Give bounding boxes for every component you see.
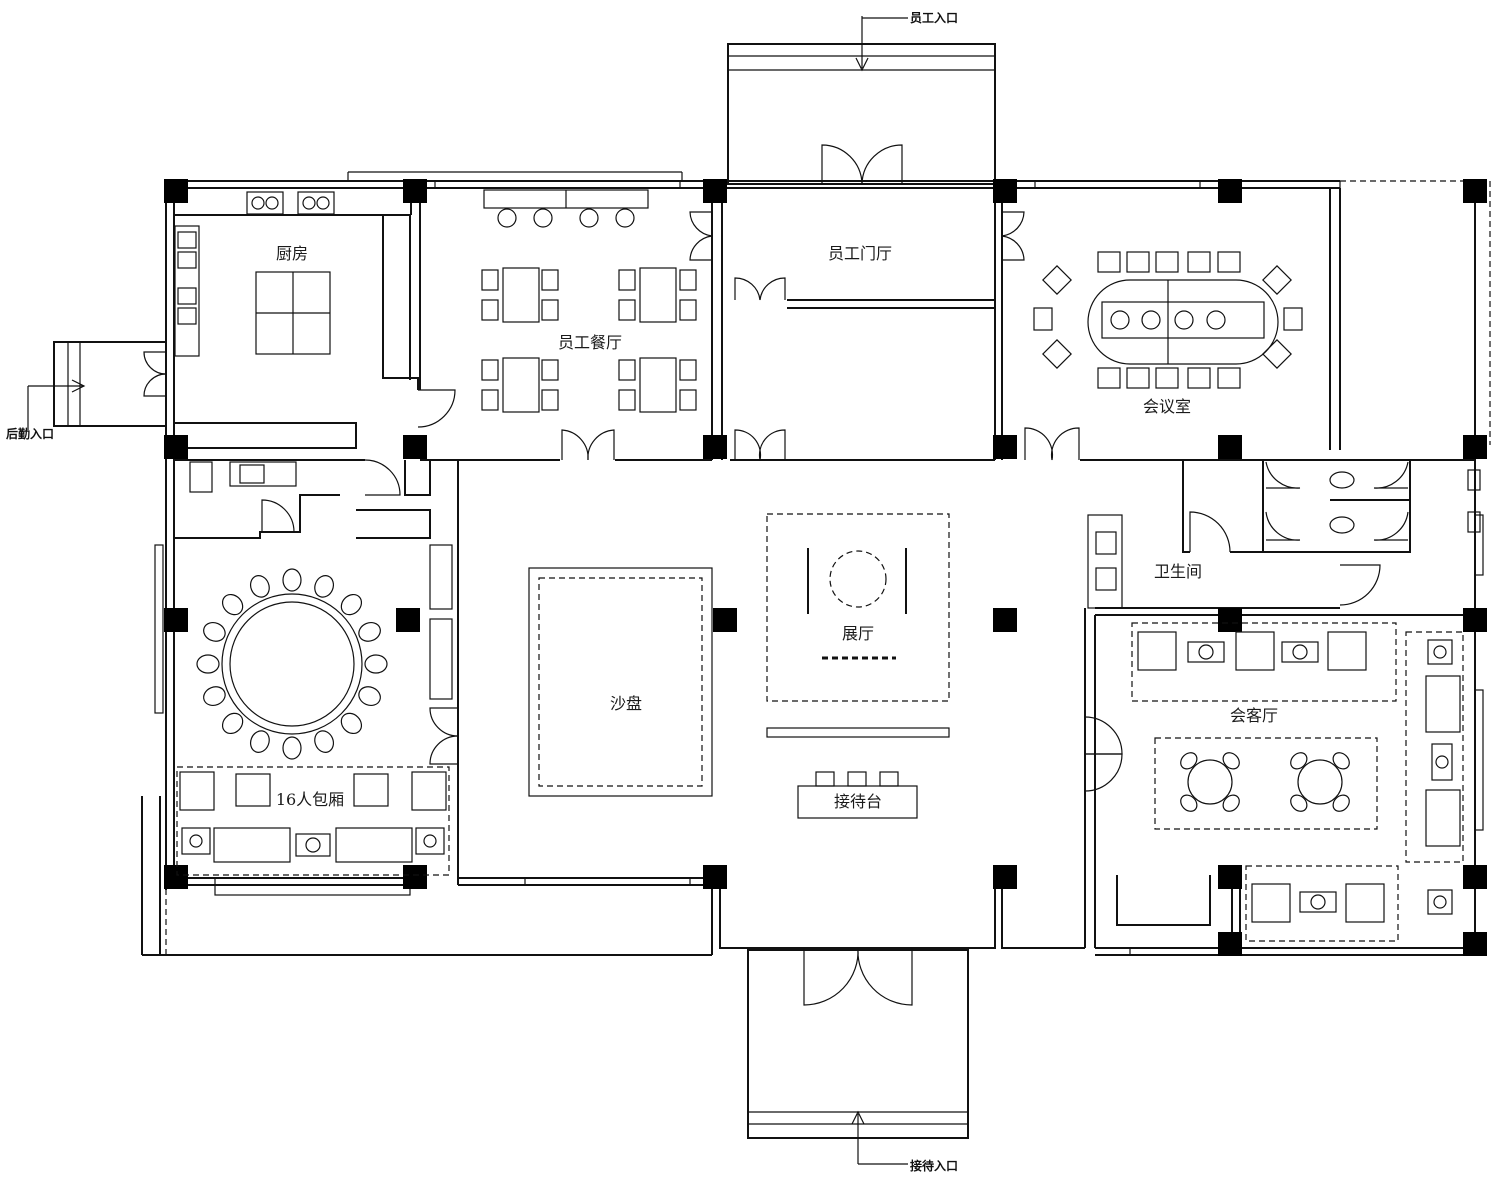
label-reception-entrance: 接待入口	[910, 1158, 958, 1173]
entrance-labels: 员工入口 后勤入口 接待入口	[6, 11, 958, 1173]
lounge-chair	[1180, 794, 1198, 812]
doors	[143, 144, 1409, 1006]
banquet-chair	[249, 575, 270, 598]
banquet-chair	[249, 730, 270, 753]
lounge-chair	[1222, 794, 1240, 812]
lounge-chairs	[1180, 752, 1350, 812]
banquet-chair	[340, 593, 363, 616]
banquet-chair	[314, 575, 335, 598]
label-meeting-room: 会议室	[1143, 397, 1191, 416]
reception-entrance-porch	[747, 949, 969, 1165]
label-staff-entrance: 员工入口	[910, 11, 958, 25]
kitchen-fixtures	[174, 191, 335, 357]
lounge-chair	[1290, 752, 1308, 770]
banquet-chair	[221, 593, 244, 616]
banquet-chair	[358, 621, 381, 642]
logistics-entrance-porch	[27, 341, 167, 430]
lounge-chair	[1332, 794, 1350, 812]
label-guest-lounge: 会客厅	[1230, 706, 1278, 725]
dining-furniture	[481, 189, 697, 413]
banquet-chair	[203, 686, 226, 707]
banquet-chair	[196, 654, 220, 674]
banquet-chair	[221, 712, 244, 735]
lounge-chair	[1180, 752, 1198, 770]
future-area-outline	[165, 180, 1491, 955]
banquet-chair	[364, 654, 388, 674]
label-exhibition-hall: 展厅	[842, 624, 874, 643]
lounge-chair	[1332, 752, 1350, 770]
banquet-chair	[282, 736, 302, 760]
lounge-chair	[1290, 794, 1308, 812]
lounge-furniture	[1131, 622, 1464, 942]
label-staff-lobby: 员工门厅	[828, 244, 892, 263]
structural-columns	[164, 179, 1487, 956]
label-kitchen: 厨房	[276, 244, 308, 263]
label-private-room: 16人包厢	[276, 790, 344, 809]
label-reception-desk: 接待台	[834, 792, 882, 811]
banquet-furniture	[176, 544, 453, 876]
windows	[214, 180, 1484, 956]
staff-entrance-porch	[727, 16, 996, 185]
banquet-chair	[314, 730, 335, 753]
banquet-chair	[203, 621, 226, 642]
room-labels: 厨房 员工餐厅 员工门厅 会议室 16人包厢 沙盘 展厅 接待台 卫生间 会客厅	[276, 244, 1278, 811]
label-sand-table: 沙盘	[610, 694, 642, 713]
hall-furniture	[528, 513, 950, 819]
banquet-chair	[282, 568, 302, 592]
meeting-furniture	[1033, 251, 1303, 389]
label-restroom: 卫生间	[1154, 562, 1202, 581]
label-staff-dining: 员工餐厅	[558, 333, 622, 352]
banquet-chair	[340, 712, 363, 735]
lounge-chair	[1222, 752, 1240, 770]
label-logistics-entrance: 后勤入口	[6, 426, 54, 441]
interior-walls	[175, 188, 1475, 948]
restroom-fixtures	[189, 461, 1481, 609]
banquet-chairs	[196, 568, 388, 760]
banquet-chair	[358, 686, 381, 707]
